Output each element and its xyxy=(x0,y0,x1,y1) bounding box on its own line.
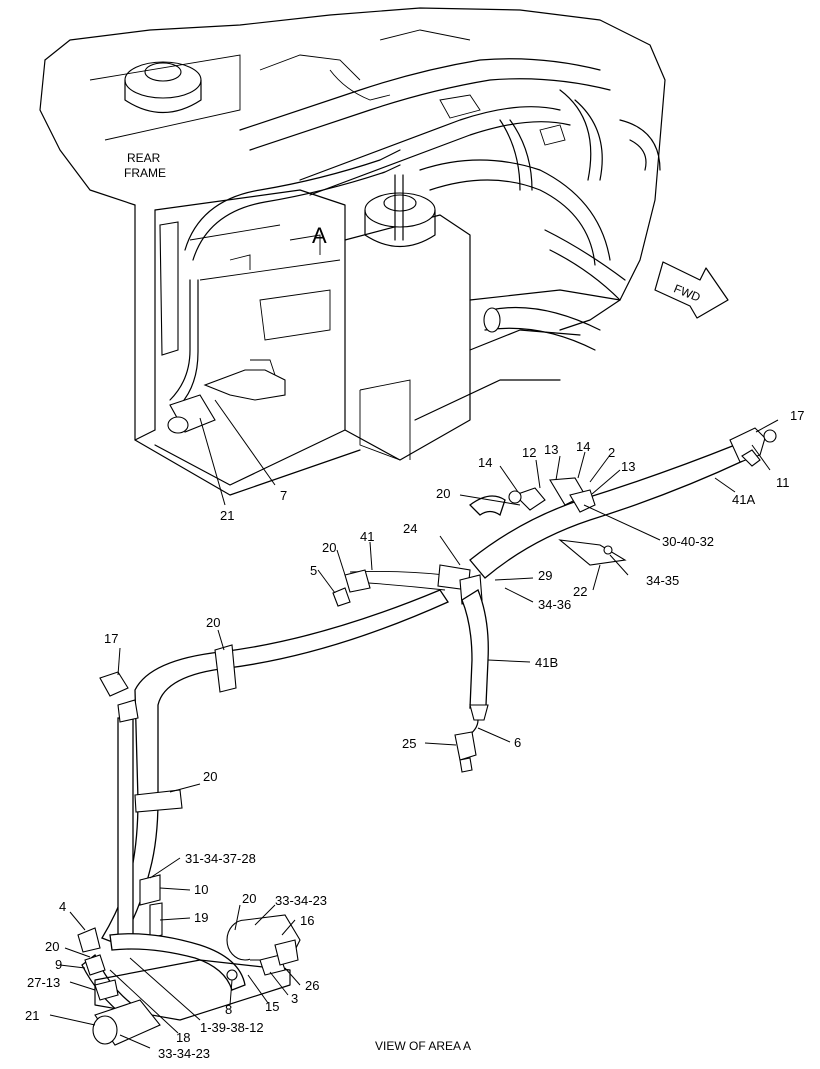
callout-9: 9 xyxy=(55,957,62,972)
diagram-labels: REAR FRAME A FWD VIEW OF AREA A 21 7 17 … xyxy=(25,151,804,1061)
callout-10: 10 xyxy=(194,882,208,897)
callout-29: 29 xyxy=(538,568,552,583)
callout-4: 4 xyxy=(59,899,66,914)
callout-16: 16 xyxy=(300,913,314,928)
hose-41a-assembly xyxy=(317,419,779,773)
callout-20-b: 20 xyxy=(322,540,336,555)
callout-24: 24 xyxy=(403,521,417,536)
callout-21-bottom: 21 xyxy=(25,1008,39,1023)
callout-31-34-37-28: 31-34-37-28 xyxy=(185,851,256,866)
callout-15: 15 xyxy=(265,999,279,1014)
callout-2: 2 xyxy=(608,445,615,460)
callout-21-top: 21 xyxy=(220,508,234,523)
view-caption: VIEW OF AREA A xyxy=(375,1039,471,1053)
callout-27-13: 27-13 xyxy=(27,975,60,990)
callout-33-34-23-a: 33-34-23 xyxy=(275,893,327,908)
callout-25: 25 xyxy=(402,736,416,751)
callout-34-36: 34-36 xyxy=(538,597,571,612)
callout-13-a: 13 xyxy=(544,442,558,457)
rear-frame-label-line2: FRAME xyxy=(124,166,166,180)
callout-14-a: 14 xyxy=(478,455,492,470)
callout-8: 8 xyxy=(225,1002,232,1017)
callout-22: 22 xyxy=(573,584,587,599)
callout-11: 11 xyxy=(776,475,790,490)
callout-30-40-32: 30-40-32 xyxy=(662,534,714,549)
callout-7: 7 xyxy=(280,488,287,503)
callout-12: 12 xyxy=(522,445,536,460)
area-a-label: A xyxy=(312,223,327,248)
callout-18: 18 xyxy=(176,1030,190,1045)
fwd-arrow-label: FWD xyxy=(672,281,703,304)
callout-20-a: 20 xyxy=(436,486,450,501)
callout-20-f: 20 xyxy=(45,939,59,954)
callout-6: 6 xyxy=(514,735,521,750)
callout-13-b: 13 xyxy=(621,459,635,474)
callout-20-c: 20 xyxy=(206,615,220,630)
callout-34-35: 34-35 xyxy=(646,573,679,588)
lower-hose-assembly xyxy=(49,589,449,1049)
rear-frame-label-line1: REAR xyxy=(127,151,161,165)
callout-19: 19 xyxy=(194,910,208,925)
callout-3: 3 xyxy=(291,991,298,1006)
callout-14-b: 14 xyxy=(576,439,590,454)
callout-20-d: 20 xyxy=(203,769,217,784)
callout-41a: 41A xyxy=(732,492,755,507)
callout-1-39-38-12: 1-39-38-12 xyxy=(200,1020,264,1035)
callout-41: 41 xyxy=(360,529,374,544)
callout-26: 26 xyxy=(305,978,319,993)
callout-41b: 41B xyxy=(535,655,558,670)
machine-overview xyxy=(39,7,729,506)
callout-5: 5 xyxy=(310,563,317,578)
callout-17-mid: 17 xyxy=(104,631,118,646)
callout-33-34-23-b: 33-34-23 xyxy=(158,1046,210,1061)
callout-20-e: 20 xyxy=(242,891,256,906)
callout-17-top: 17 xyxy=(790,408,804,423)
